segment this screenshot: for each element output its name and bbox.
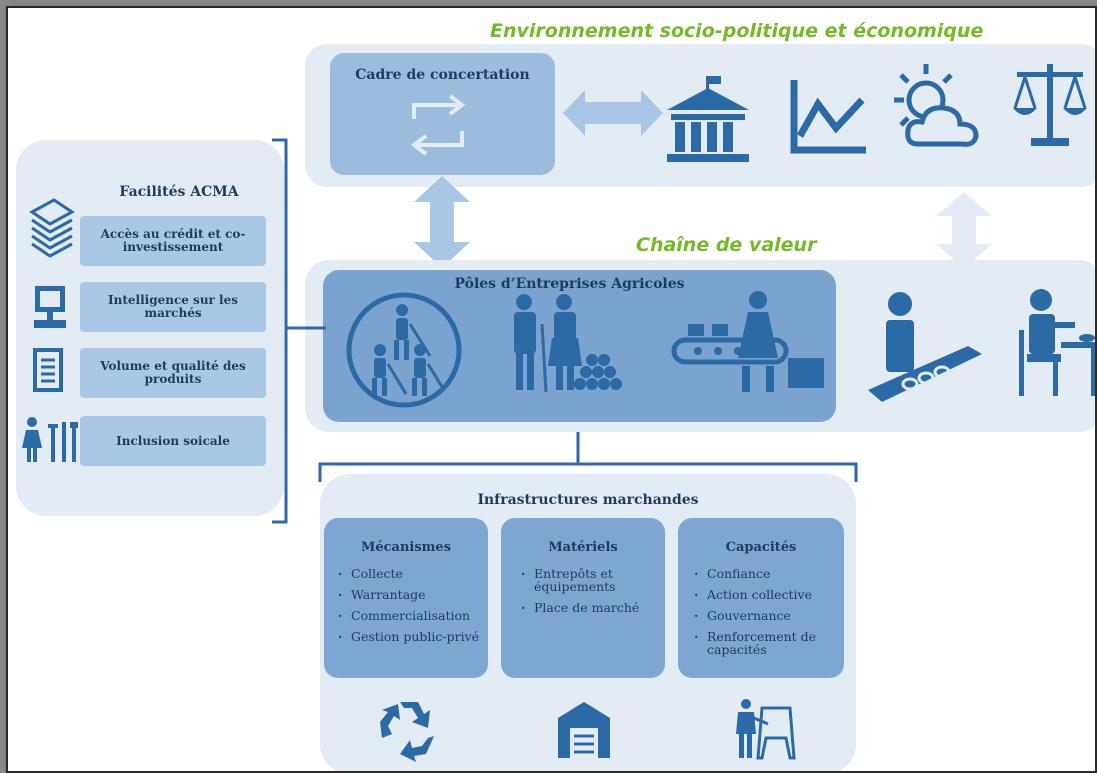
- computer-icon: [34, 286, 66, 328]
- traders-goods-icon: [514, 294, 622, 393]
- warehouse-icon: [558, 702, 610, 758]
- poles-title: Pôles d’Entreprises Agricoles: [454, 276, 685, 292]
- processing-conveyor-icon: [671, 291, 824, 392]
- recycle-arrows-icon: [380, 702, 434, 762]
- trainer-board-icon: [736, 699, 796, 760]
- consumer-table-icon: [1019, 289, 1095, 396]
- facility-market-intelligence-box: Intelligence sur les marchés: [80, 282, 266, 332]
- facilites-title: Facilités ACMA: [119, 184, 239, 200]
- mechanisms-column: Mécanismes Collecte Warrantage Commercia…: [324, 518, 488, 678]
- value-chain-title: Chaîne de valeur: [636, 234, 817, 256]
- list-item: Renforcement de capacités: [694, 630, 840, 656]
- woman-tools-icon: [22, 417, 78, 462]
- facility-social-inclusion-box: Inclusion soicale: [80, 416, 266, 466]
- environment-title: Environnement socio-politique et économi…: [490, 20, 984, 42]
- list-item: Entrepôts et équipements: [521, 567, 661, 593]
- list-item: Warrantage: [338, 588, 484, 601]
- line-chart-icon: [790, 80, 866, 154]
- money-stack-icon: [29, 198, 75, 258]
- list-item: Collecte: [338, 567, 484, 580]
- horizontal-double-arrow-icon: [563, 90, 663, 136]
- farmers-circle-icon: [346, 292, 462, 408]
- vertical-double-arrow-icon: [414, 176, 470, 268]
- cadre-concertation-box: Cadre de concertation: [330, 53, 555, 175]
- diagram-canvas: Environnement socio-politique et économi…: [6, 6, 1097, 773]
- exchange-arrows-icon: [410, 94, 466, 156]
- document-icon: [33, 348, 63, 392]
- infrastructure-bracket: [318, 432, 858, 482]
- facility-volume-quality-box: Volume et qualité des produits: [80, 348, 266, 398]
- mechanisms-title: Mécanismes: [360, 540, 452, 555]
- list-item: Gouvernance: [694, 609, 840, 622]
- list-item: Place de marché: [521, 601, 661, 614]
- list-item: Action collective: [694, 588, 840, 601]
- retail-seller-icon: [868, 292, 982, 402]
- capacities-column: Capacités Confiance Action collective Go…: [678, 518, 844, 678]
- list-item: Commercialisation: [338, 609, 484, 622]
- justice-scale-icon: [1013, 64, 1087, 146]
- government-building-icon: [667, 76, 749, 162]
- infrastructure-title: Infrastructures marchandes: [477, 492, 699, 508]
- list-item: Gestion public-privé: [338, 630, 484, 643]
- materials-title: Matériels: [548, 540, 618, 555]
- list-item: Confiance: [694, 567, 840, 580]
- facility-credit-box: Accès au crédit et co-investissement: [80, 216, 266, 266]
- cadre-title: Cadre de concertation: [355, 67, 530, 83]
- weather-sun-cloud-icon: [894, 64, 979, 147]
- faded-vertical-arrow-icon: [936, 192, 992, 268]
- materials-column: Matériels Entrepôts et équipements Place…: [501, 518, 665, 678]
- capacities-title: Capacités: [725, 540, 797, 555]
- facilities-bracket: [272, 138, 326, 524]
